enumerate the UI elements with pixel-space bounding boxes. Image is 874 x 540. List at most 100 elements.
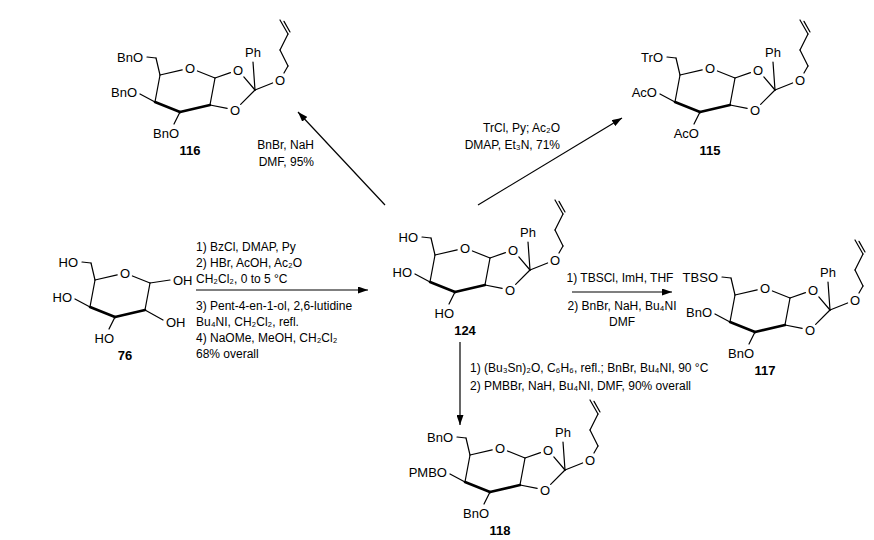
atom-label: OH bbox=[166, 315, 186, 330]
atom-label: O bbox=[795, 73, 805, 88]
bond-line bbox=[140, 94, 155, 102]
reagent-label: 1) BzCl, DMAP, Py bbox=[196, 240, 296, 254]
compound-number: 118 bbox=[490, 523, 511, 538]
bond-line bbox=[465, 482, 490, 492]
bond-line bbox=[594, 446, 598, 453]
atom-label: O bbox=[540, 483, 550, 498]
bond-line bbox=[91, 263, 95, 280]
bond-skeletons bbox=[75, 20, 865, 504]
bond-line bbox=[667, 57, 676, 58]
bond-line bbox=[160, 70, 182, 75]
bond-line bbox=[145, 283, 150, 310]
bond-line bbox=[147, 57, 156, 58]
atom-label: BnO bbox=[111, 85, 137, 100]
bond-line bbox=[150, 280, 170, 283]
atom-label: Ph bbox=[820, 265, 836, 280]
bond-line bbox=[730, 105, 747, 108]
reagent-label: CH₂Cl₂, 0 to 5 °C bbox=[196, 272, 287, 286]
reaction-arrow bbox=[459, 342, 460, 425]
bond-line bbox=[594, 401, 600, 412]
atom-label: Ph bbox=[555, 425, 571, 440]
bond-line bbox=[280, 50, 288, 66]
bond-line bbox=[800, 50, 808, 66]
atom-label: O bbox=[760, 281, 770, 296]
bond-line bbox=[180, 105, 210, 112]
bond-line bbox=[680, 70, 702, 75]
bond-line bbox=[660, 94, 675, 102]
bond-line bbox=[516, 270, 530, 284]
reagent-label: Bu₄NI, CH₂Cl₂, refl. bbox=[196, 315, 299, 329]
atom-label: O bbox=[233, 63, 243, 78]
bond-line bbox=[555, 214, 563, 230]
bond-line bbox=[551, 470, 565, 484]
bond-line bbox=[519, 257, 530, 270]
compound-structure: BnOBnOBnOPhOOOO116 bbox=[80, 10, 300, 160]
atom-label: BnO bbox=[728, 346, 754, 361]
bond-line bbox=[145, 310, 163, 320]
bond-line bbox=[563, 442, 565, 470]
compound-number: 124 bbox=[454, 323, 476, 338]
bond-line bbox=[210, 105, 227, 108]
reagent-label: 4) NaOMe, MeOH, CH₂Cl₂ bbox=[196, 331, 337, 345]
atom-label: O bbox=[850, 293, 860, 308]
bond-line bbox=[755, 325, 785, 332]
reagent-label: 1) (Bu₃Sn)₂O, C₆H₆, refl.; BnBr, Bu₄NI, … bbox=[470, 361, 708, 375]
reaction-arrows bbox=[196, 112, 672, 425]
bond-line bbox=[132, 276, 150, 283]
bond-line bbox=[530, 263, 548, 270]
bond-line bbox=[819, 297, 830, 310]
bond-line bbox=[675, 102, 700, 112]
bond-line bbox=[559, 201, 565, 212]
reaction-arrow bbox=[196, 289, 368, 290]
bond-line bbox=[800, 34, 808, 50]
atom-label: OH bbox=[173, 273, 193, 288]
bond-line bbox=[253, 62, 255, 90]
bond-line bbox=[244, 77, 255, 90]
bond-line bbox=[804, 66, 808, 73]
atom-label: O bbox=[808, 283, 818, 298]
bond-line bbox=[507, 451, 525, 458]
atom-label: TrO bbox=[641, 50, 663, 65]
bond-line bbox=[722, 277, 731, 278]
compound-structure: TBSOBnOBnOPhOOOO117 bbox=[655, 230, 874, 380]
bond-line bbox=[255, 83, 273, 90]
reagent-label: 2) HBr, AcOH, Ac₂O bbox=[196, 256, 302, 270]
atom-label: O bbox=[550, 253, 560, 268]
atom-label: TBSO bbox=[683, 270, 718, 285]
bond-line bbox=[215, 73, 230, 78]
atom-label: BnO bbox=[463, 506, 489, 521]
atom-label: O bbox=[495, 441, 505, 456]
bond-line bbox=[210, 78, 215, 105]
bond-line bbox=[109, 317, 115, 329]
bond-line bbox=[730, 295, 735, 322]
bond-line bbox=[730, 78, 735, 105]
atom-label: BnO bbox=[153, 126, 179, 141]
bond-line bbox=[790, 293, 805, 298]
atom-label: O bbox=[805, 323, 815, 338]
atom-label: HO bbox=[399, 230, 419, 245]
compound-number: 115 bbox=[700, 143, 721, 158]
bond-line bbox=[470, 450, 492, 455]
atom-label: BnO bbox=[117, 50, 143, 65]
atom-label: Ph bbox=[765, 45, 781, 60]
bond-line bbox=[761, 90, 775, 104]
bond-line bbox=[520, 485, 537, 488]
compound-number: 76 bbox=[118, 348, 132, 363]
atom-label: O bbox=[120, 266, 130, 281]
bond-line bbox=[90, 307, 115, 317]
atom-label: HO bbox=[95, 331, 115, 346]
bond-line bbox=[859, 241, 865, 252]
bond-line bbox=[772, 291, 790, 298]
bond-line bbox=[284, 21, 290, 32]
compound-structure: HOHOHOPhOOOO124 bbox=[355, 190, 575, 340]
bond-line bbox=[82, 262, 91, 263]
bond-line bbox=[764, 77, 775, 90]
atom-label: BnO bbox=[686, 305, 712, 320]
atom-label: HO bbox=[435, 306, 455, 321]
atom-label: O bbox=[230, 103, 240, 118]
bond-line bbox=[773, 62, 775, 90]
bond-line bbox=[449, 292, 455, 304]
bond-line bbox=[775, 83, 793, 90]
